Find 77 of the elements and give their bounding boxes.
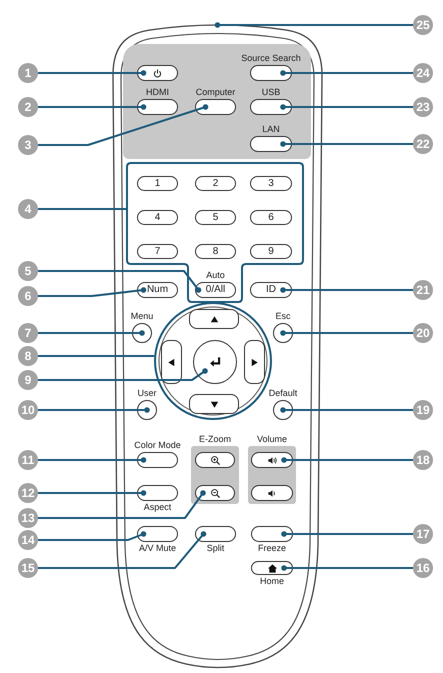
button-label: Esc [274,311,292,322]
callout-number: 4 [18,199,38,219]
leader-line [38,368,208,381]
leader-line [38,490,146,496]
callout-number: 3 [18,135,38,155]
leader-line [38,287,146,297]
callout-number: 16 [413,558,433,578]
remote-button: 6 [250,210,292,225]
button-label: Aspect [142,502,172,513]
button-label: Default [268,388,298,399]
button-label: Home [258,576,285,587]
callout-number: 12 [18,483,38,503]
remote-button: 8 [195,244,236,259]
callout-number: 14 [18,530,38,550]
callout-number: 23 [413,97,433,117]
callout-number: 21 [413,280,433,300]
group-label: E-Zoom [198,434,232,445]
remote-button: 9 [250,244,292,259]
callout-number: 18 [413,450,433,470]
callout-number: 5 [18,261,38,281]
callout-number: 10 [18,400,38,420]
button-label: LAN [261,124,281,135]
leader-line [38,531,146,541]
callout-number: 15 [18,558,38,578]
leader-line [281,531,413,537]
leader-line [38,457,146,463]
remote-button: 2 [195,176,236,191]
remote-button: 5 [195,210,236,225]
leader-line [214,22,413,28]
callout-number: 6 [18,286,38,306]
callout-number: 11 [18,450,38,470]
leader-line [38,407,150,413]
button-label: Split [206,543,226,554]
button-label: Auto [205,270,226,281]
leader-line [280,141,413,147]
remote-button: 3 [250,176,292,191]
leader-line [38,355,154,357]
callout-number: 7 [18,323,38,343]
callout-number: 17 [413,524,433,544]
callout-number: 8 [18,346,38,366]
leader-line [280,104,413,110]
leader-line [38,270,202,293]
group-label: Volume [256,434,288,445]
callout-number: 19 [413,400,433,420]
callout-number: 24 [413,63,433,83]
button-label: A/V Mute [138,543,177,554]
remote-button: 4 [137,210,178,225]
leader-line [38,104,208,146]
leader-line [38,70,146,76]
button-label: Freeze [256,543,287,554]
callout-number: 13 [18,508,38,528]
callout-number: 20 [413,323,433,343]
leader-line [280,407,413,413]
callout-number: 9 [18,370,38,390]
remote-button: 7 [137,244,178,259]
button-label: User [136,388,158,399]
button-label: Menu [130,311,154,322]
leader-line [38,104,146,110]
leader-line [280,70,413,76]
leader-line [38,490,206,519]
leader-line [38,330,145,336]
callout-number: 1 [18,63,38,83]
leader-line [280,287,413,293]
button-label: Source Search [240,53,302,64]
callout-number: 25 [413,15,433,35]
leader-line [38,531,206,569]
leader-line [281,565,413,571]
button-label: Color Mode [133,440,182,451]
leader-line [281,457,413,463]
button-label: Computer [194,87,236,98]
callout-number: 22 [413,134,433,154]
leader-line [38,208,127,210]
leader-line [280,330,413,336]
button-label: USB [260,87,282,98]
callout-number: 2 [18,97,38,117]
button-label: HDMI [145,87,170,98]
remote-button: 1 [137,176,178,191]
